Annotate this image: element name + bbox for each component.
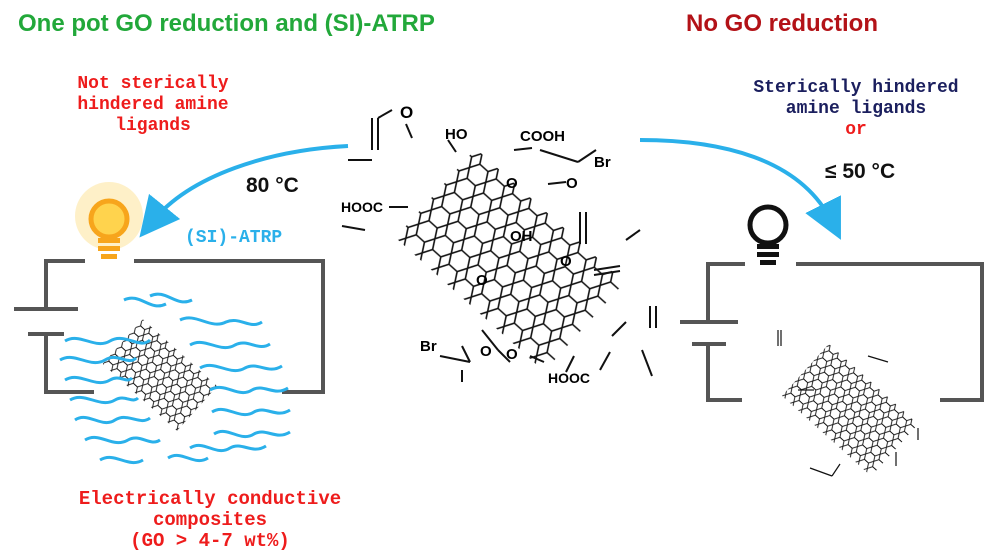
left-temperature: 80 °C	[246, 174, 299, 197]
label-o-ester1: O	[506, 175, 518, 192]
battery-icon	[14, 307, 78, 336]
label-br-top: Br	[594, 154, 611, 171]
battery-icon	[680, 320, 738, 346]
right-reaction-arrow	[639, 138, 841, 240]
title-no-reduction: No GO reduction	[686, 10, 878, 37]
label-br-bottom: Br	[420, 338, 437, 355]
left-ligand-label: Not sterically hindered amine ligands	[48, 74, 258, 137]
label-o-bottom2: O	[506, 346, 518, 363]
label-hooc-left: HOOC	[341, 199, 383, 215]
left-ligand-line2: hindered amine	[77, 95, 229, 115]
right-or: or	[845, 120, 867, 140]
result-line1: Electrically conductive composites	[78, 488, 342, 531]
right-ligand-label: Sterically hindered amine ligands or	[740, 78, 972, 141]
label-ho: HO	[445, 126, 468, 143]
lightbulb-on-icon	[75, 182, 143, 259]
title-one-pot: One pot GO reduction and (SI)-ATRP	[18, 10, 435, 37]
label-o-ester2: O	[566, 175, 578, 192]
go-molecule-small-right	[777, 330, 919, 477]
left-ligand-line1: Not sterically	[77, 74, 229, 94]
right-ligand-line2: amine ligands	[785, 99, 927, 119]
right-ligand-line1: Sterically hindered	[753, 78, 959, 98]
left-ligand-line3: ligands	[115, 116, 191, 136]
label-cooh-top: COOH	[520, 128, 565, 145]
label-o-epoxy1: O	[560, 253, 572, 270]
right-circuit	[706, 262, 984, 402]
label-o-bottom1: O	[480, 343, 492, 360]
label-oh-mid: OH	[510, 228, 533, 245]
lightbulb-off-icon	[747, 204, 789, 265]
process-label: (SI)-ATRP	[185, 228, 283, 248]
go-molecule-large	[341, 109, 657, 382]
go-molecule-small-left	[102, 319, 218, 431]
label-o-top: O	[400, 103, 414, 122]
right-temperature: ≤ 50 °C	[825, 160, 896, 183]
label-o-epoxy2: O	[476, 272, 488, 289]
diagram-graphics	[14, 109, 984, 477]
label-hooc-bottom: HOOC	[548, 370, 590, 386]
left-reaction-arrow	[139, 144, 349, 238]
polymer-chains	[59, 292, 291, 465]
left-circuit	[44, 259, 325, 394]
